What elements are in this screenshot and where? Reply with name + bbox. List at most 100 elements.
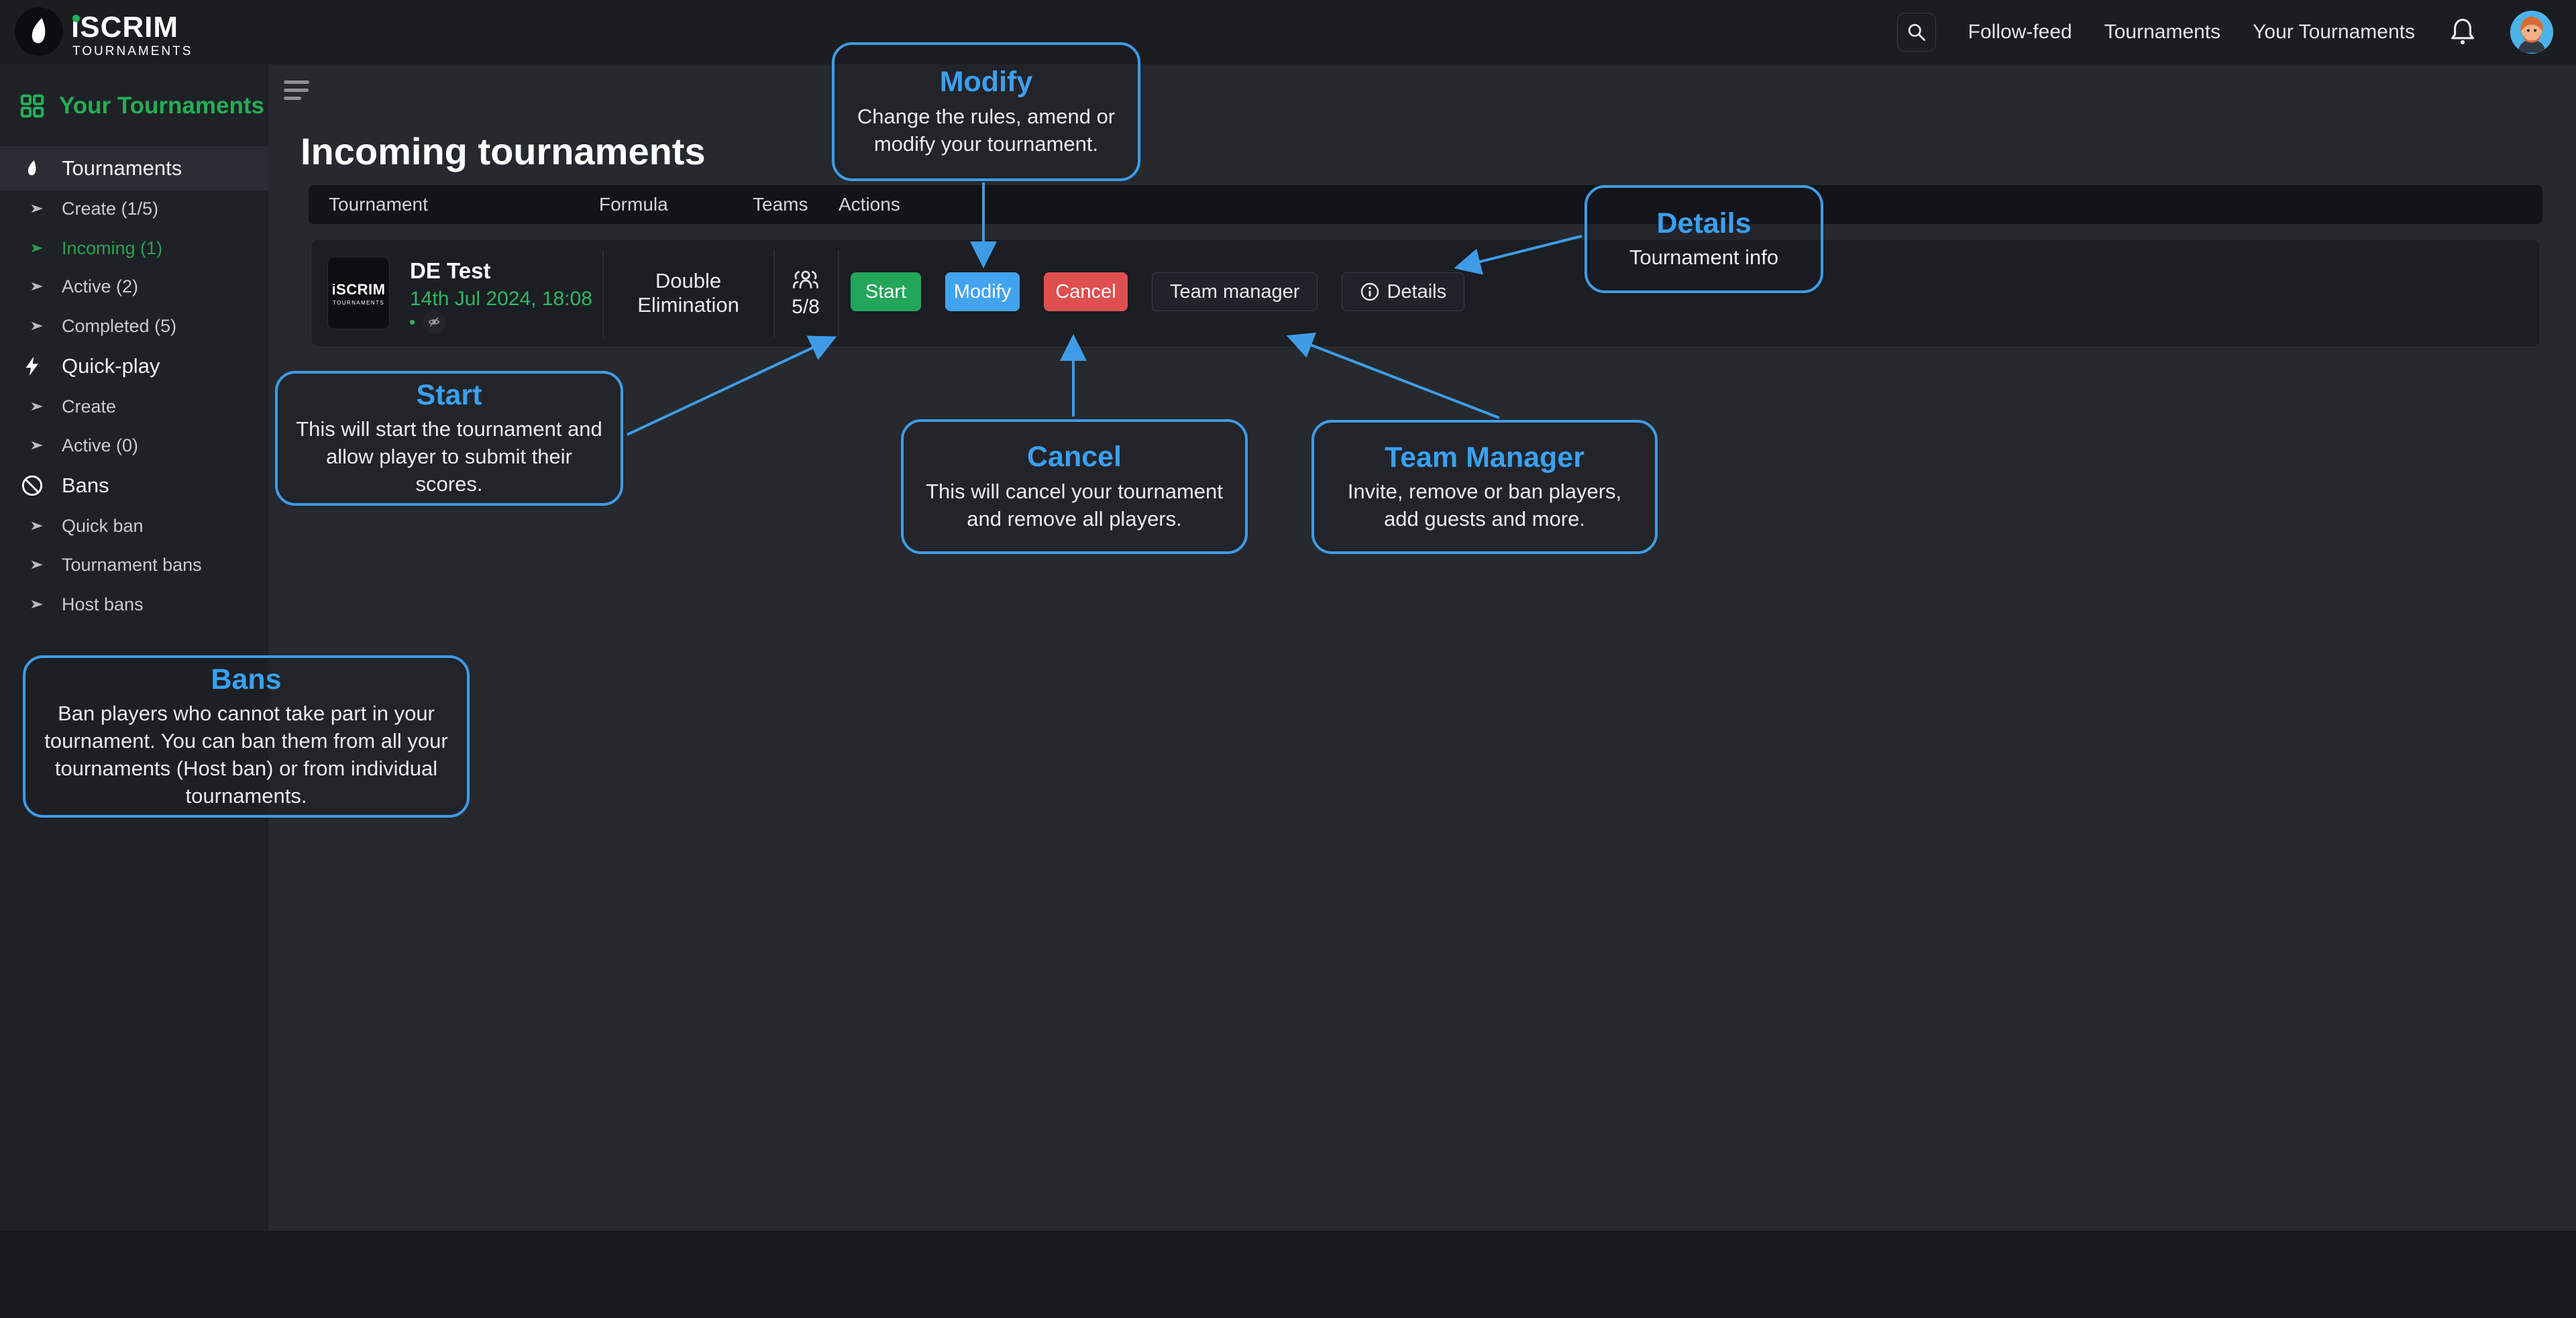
visibility-indicator: [410, 311, 445, 333]
column-header-formula: Formula: [599, 194, 668, 215]
modify-button[interactable]: Modify: [945, 272, 1020, 311]
sidebar-item-bans[interactable]: Bans: [0, 465, 268, 506]
navbar-right: Follow-feed Tournaments Your Tournaments: [1896, 0, 2553, 64]
nav-link-your-tournaments[interactable]: Your Tournaments: [2253, 21, 2415, 43]
tournament-name: DE Test: [410, 258, 491, 283]
logo-subtitle: TOURNAMENTS: [72, 44, 193, 58]
sidebar-item-create-tournament[interactable]: Create (1/5): [0, 188, 268, 229]
info-icon: [1361, 282, 1379, 301]
page-title: Incoming tournaments: [301, 130, 706, 172]
cancel-button[interactable]: Cancel: [1044, 272, 1128, 311]
sidebar-item-quick-play[interactable]: Quick-play: [0, 346, 268, 386]
sidebar: Your Tournaments Tournaments Create (1/5…: [0, 64, 268, 1231]
sidebar-item-label: Active (2): [62, 276, 139, 296]
callout-title: Cancel: [1026, 441, 1122, 474]
chevron-right-icon: [30, 241, 44, 256]
callout-body: Tournament info: [1629, 245, 1779, 270]
lightning-icon: [19, 354, 46, 378]
search-button[interactable]: [1896, 13, 1936, 52]
details-button[interactable]: Details: [1342, 272, 1465, 311]
sidebar-item-label: Tournament bans: [62, 554, 202, 575]
sidebar-header-label: Your Tournaments: [59, 93, 264, 119]
grid-icon: [19, 93, 46, 119]
menu-icon[interactable]: [284, 80, 311, 105]
chevron-right-icon: [30, 438, 44, 453]
ban-icon: [19, 474, 46, 498]
cell-divider: [838, 250, 839, 337]
navbar: iSCRIM TOURNAMENTS Follow-feed Tournamen…: [0, 0, 2576, 64]
sidebar-item-active-tournaments[interactable]: Active (2): [0, 266, 268, 307]
flame-icon: [32, 17, 46, 44]
sidebar-item-incoming[interactable]: Incoming (1): [0, 228, 268, 268]
tournament-datetime: 14th Jul 2024, 18:08: [410, 288, 592, 310]
chevron-right-icon: [30, 399, 44, 414]
callout-bans: Bans Ban players who cannot take part in…: [23, 655, 470, 818]
main-content: Incoming tournaments Tournament Formula …: [268, 64, 2576, 1231]
sidebar-item-label: Quick ban: [62, 515, 144, 536]
chevron-right-icon: [30, 319, 44, 333]
thumbnail-logo-title: iSCRIM: [331, 280, 386, 298]
sidebar-item-completed[interactable]: Completed (5): [0, 306, 268, 346]
thumbnail-logo-subtitle: TOURNAMENTS: [332, 299, 385, 306]
callout-body: Invite, remove or ban players, add guest…: [1347, 480, 1622, 531]
tournament-row: iSCRIM TOURNAMENTS DE Test 14th Jul 2024…: [311, 239, 2540, 347]
sidebar-item-label: Completed (5): [62, 315, 177, 336]
column-header-teams: Teams: [753, 194, 808, 215]
team-manager-button[interactable]: Team manager: [1152, 272, 1318, 311]
nav-link-follow-feed[interactable]: Follow-feed: [1968, 21, 2072, 43]
bell-icon: [2451, 18, 2474, 45]
callout-title: Team Manager: [1385, 441, 1585, 474]
teams-cell: 5/8: [773, 239, 838, 347]
start-button[interactable]: Start: [851, 272, 921, 311]
logo-green-dot: [72, 15, 80, 22]
avatar[interactable]: [2510, 11, 2553, 54]
column-header-tournament: Tournament: [329, 194, 428, 215]
teams-count: 5/8: [792, 296, 820, 318]
logo[interactable]: [15, 7, 63, 56]
teams-icon: [793, 270, 818, 288]
details-button-label: Details: [1387, 280, 1447, 303]
column-header-actions: Actions: [839, 194, 900, 215]
chevron-right-icon: [30, 201, 44, 216]
callout-details: Details Tournament info: [1585, 185, 1823, 293]
chevron-right-icon: [30, 279, 44, 294]
chevron-right-icon: [30, 518, 44, 533]
notifications-button[interactable]: [2447, 15, 2478, 50]
callout-body: This will start the tournament and allow…: [296, 417, 602, 496]
row-actions: Start Modify Cancel Team manager Details: [851, 272, 1465, 311]
callout-body: Change the rules, amend or modify your t…: [857, 104, 1116, 156]
callout-modify: Modify Change the rules, amend or modify…: [832, 42, 1140, 181]
flame-icon: [19, 157, 46, 180]
sidebar-header-your-tournaments[interactable]: Your Tournaments: [0, 86, 268, 126]
callout-title: Start: [416, 378, 482, 411]
callout-body: This will cancel your tournament and rem…: [926, 479, 1223, 531]
sidebar-item-tournament-bans[interactable]: Tournament bans: [0, 545, 268, 585]
table-header: Tournament Formula Teams Actions: [309, 185, 2542, 224]
footer: [0, 1231, 2576, 1318]
sidebar-item-label: Incoming (1): [62, 237, 163, 258]
callout-title: Details: [1656, 207, 1752, 239]
eye-slash-icon: [423, 311, 445, 333]
sidebar-item-quick-ban[interactable]: Quick ban: [0, 506, 268, 546]
callout-title: Modify: [939, 66, 1033, 99]
callout-body: Ban players who cannot take part in your…: [44, 702, 448, 808]
sidebar-item-quick-active[interactable]: Active (0): [0, 425, 268, 465]
tournament-formula: Double Elimination: [637, 269, 739, 317]
sidebar-item-label: Quick-play: [62, 354, 160, 378]
logo-title: iSCRIM: [71, 11, 178, 44]
nav-link-tournaments[interactable]: Tournaments: [2104, 21, 2221, 43]
sidebar-item-label: Host bans: [62, 594, 144, 614]
sidebar-item-tournaments[interactable]: Tournaments: [0, 146, 268, 190]
callout-start: Start This will start the tournament and…: [275, 371, 623, 506]
callout-team-manager: Team Manager Invite, remove or ban playe…: [1311, 420, 1658, 554]
status-dot: [410, 319, 415, 325]
sidebar-item-quick-create[interactable]: Create: [0, 386, 268, 427]
sidebar-item-host-bans[interactable]: Host bans: [0, 584, 268, 624]
callout-title: Bans: [211, 663, 282, 696]
cell-divider: [773, 250, 775, 337]
callout-cancel: Cancel This will cancel your tournament …: [901, 419, 1248, 554]
chevron-right-icon: [30, 597, 44, 612]
cell-divider: [602, 250, 604, 337]
avatar-image: [2510, 11, 2553, 54]
tournament-thumbnail: iSCRIM TOURNAMENTS: [327, 257, 390, 329]
